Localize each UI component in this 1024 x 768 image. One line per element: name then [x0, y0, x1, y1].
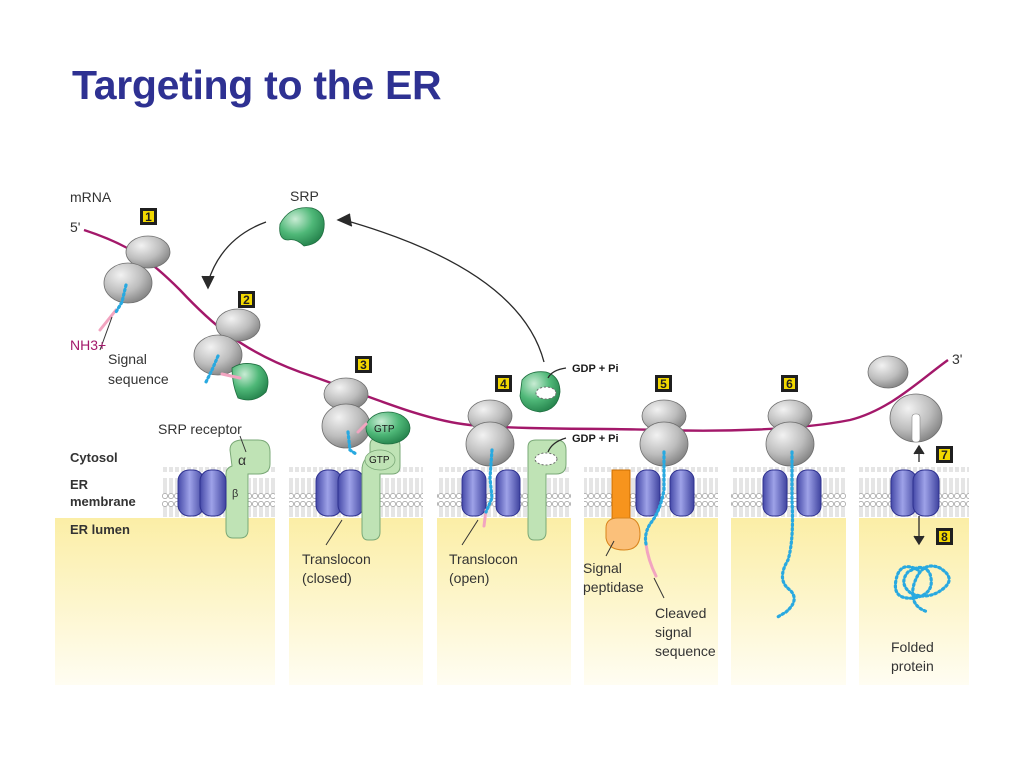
alpha-label: α — [238, 452, 246, 468]
nh3-label: NH3+ — [70, 337, 106, 353]
step-badge-5: 5 — [655, 375, 672, 392]
translocon-5 — [635, 469, 695, 517]
arrows — [201, 213, 925, 546]
signal-sequence-label-line1: Signal — [108, 351, 147, 367]
ribosome-6 — [765, 399, 815, 467]
er-membrane-label-line1: ER — [70, 477, 89, 492]
mrna-label: mRNA — [70, 189, 112, 205]
translocon-open-label-line2: (open) — [449, 570, 489, 586]
mrna-strand — [83, 228, 949, 432]
nascent-polypeptides — [114, 283, 951, 620]
step-badge-7: 7 — [936, 446, 953, 463]
step-badge-2: 2 — [238, 291, 255, 308]
ribosome-5 — [639, 399, 689, 467]
ribosome-4 — [465, 399, 515, 467]
step-5: 5 — [660, 377, 667, 391]
step-badge-8: 8 — [936, 528, 953, 545]
er-lumen-label: ER lumen — [70, 522, 130, 537]
folded-protein-label-line2: protein — [891, 658, 934, 674]
translocon-open — [461, 469, 521, 517]
step-8: 8 — [941, 530, 948, 544]
srp-free — [279, 207, 325, 247]
signal-sequences — [98, 308, 658, 578]
page-title: Targeting to the ER — [72, 62, 442, 108]
gtp-label-2: GTP — [369, 455, 390, 466]
step-2: 2 — [243, 293, 250, 307]
ribosome-7-subunits — [867, 355, 943, 443]
step-7: 7 — [941, 448, 948, 462]
translocon-6 — [762, 469, 822, 517]
translocon-closed-label-line1: Translocon — [302, 551, 371, 567]
signal-sequence-label-line2: sequence — [108, 371, 169, 387]
srp-receptor-label: SRP receptor — [158, 421, 242, 437]
translocon-7 — [890, 469, 940, 517]
ribosome-2 — [193, 308, 269, 401]
gdp-pi-label-1: GDP + Pi — [572, 363, 619, 375]
er-membrane-bilayer — [162, 467, 969, 517]
step-badge-6: 6 — [781, 375, 798, 392]
step-4: 4 — [500, 377, 507, 391]
translocon-1 — [177, 469, 227, 517]
step-badge-4: 4 — [495, 375, 512, 392]
translocon-open-label-line1: Translocon — [449, 551, 518, 567]
ribosome-3 — [321, 377, 411, 471]
cleaved-signal-label-line1: Cleaved — [655, 605, 706, 621]
five-prime-label: 5' — [70, 219, 80, 235]
leader-lines — [99, 316, 665, 599]
signal-peptidase-label-line2: peptidase — [583, 579, 644, 595]
er-lumen-panels — [55, 518, 969, 685]
er-membrane-label-line2: membrane — [70, 494, 136, 509]
beta-label: β — [232, 488, 238, 500]
gdp-pi-label-2: GDP + Pi — [572, 433, 619, 445]
cleaved-signal-label-line2: signal — [655, 624, 692, 640]
srp-receptor-4 — [527, 439, 567, 541]
ribosome-1 — [103, 235, 171, 304]
step-6: 6 — [786, 377, 793, 391]
signal-peptidase — [605, 469, 641, 551]
translocon-closed-label-line2: (closed) — [302, 570, 352, 586]
step-badge-1: 1 — [140, 208, 157, 225]
translocon-closed — [315, 469, 365, 517]
cleaved-signal-label-line3: sequence — [655, 643, 716, 659]
cytosol-label: Cytosol — [70, 450, 118, 465]
three-prime-label: 3' — [952, 351, 962, 367]
step-badge-3: 3 — [355, 356, 372, 373]
folded-protein-label-line1: Folded — [891, 639, 934, 655]
srp-label: SRP — [290, 188, 319, 204]
gtp-label-1: GTP — [374, 424, 395, 435]
signal-peptidase-label-line1: Signal — [583, 560, 622, 576]
srp-released — [519, 371, 561, 413]
step-1: 1 — [145, 210, 152, 224]
step-3: 3 — [360, 358, 367, 372]
